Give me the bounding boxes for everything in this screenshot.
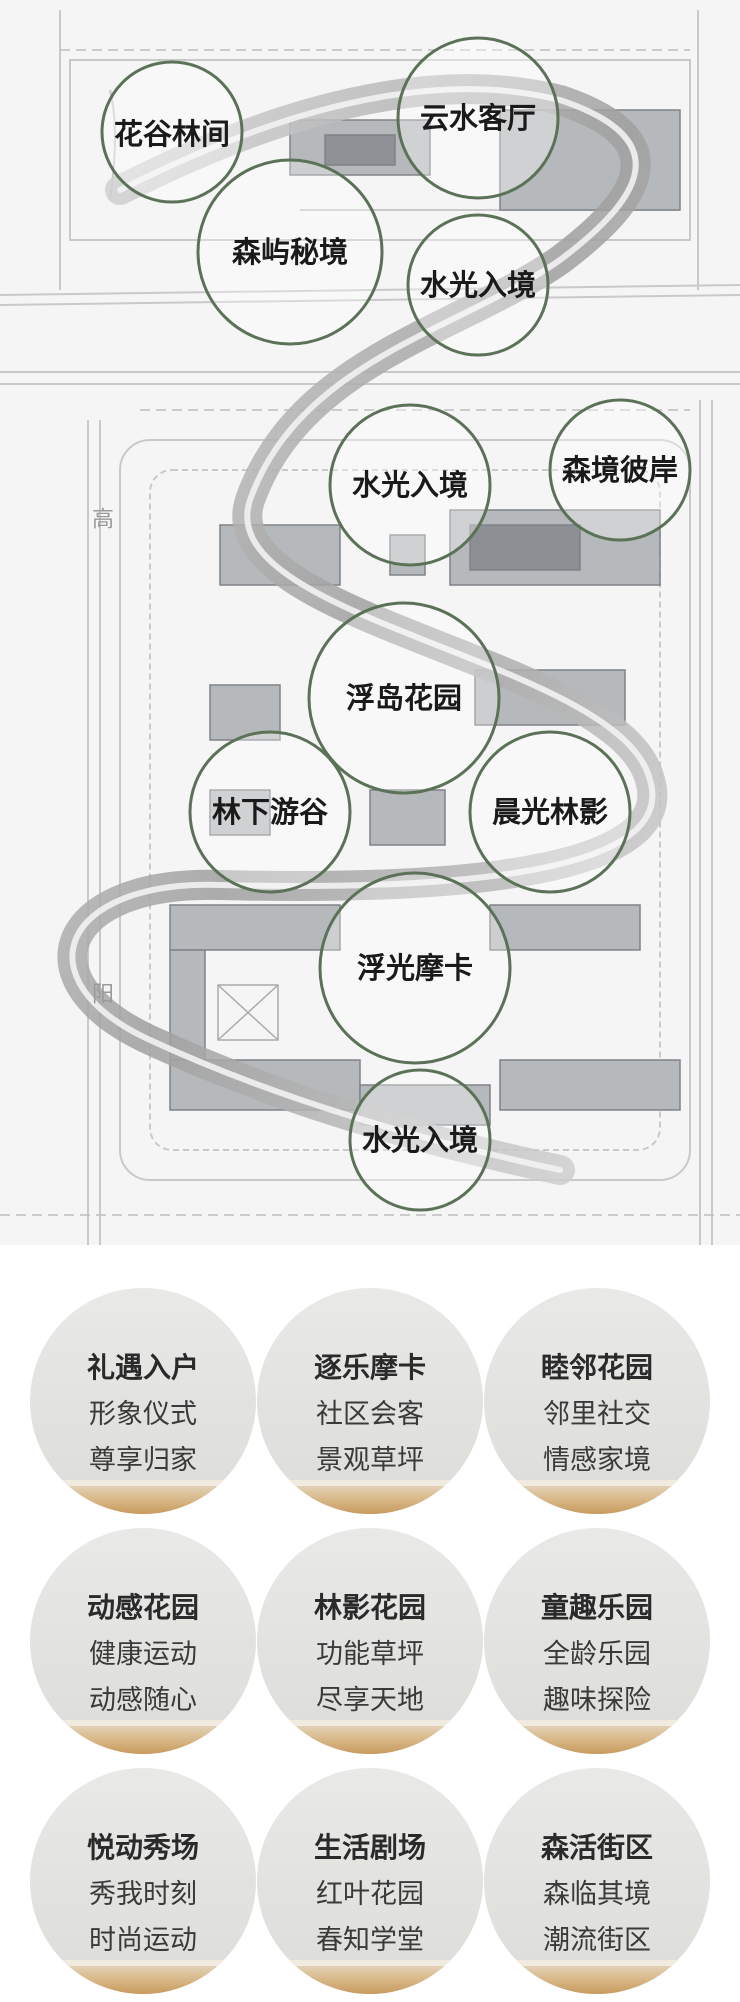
card-line1: 形象仪式 [89,1399,197,1430]
spot-chenguang[interactable]: 晨光林影 [468,730,632,894]
card-line2: 景观草坪 [316,1445,424,1476]
feature-card-tongqu[interactable]: 童趣乐园 全龄乐园 趣味探险 [484,1528,710,1754]
card-title: 童趣乐园 [540,1591,653,1624]
card-line2: 春知学堂 [316,1925,424,1956]
feature-card-linying[interactable]: 林影花园 功能草坪 尽享天地 [257,1528,483,1754]
card-gold-band [257,1480,483,1514]
card-line1: 全龄乐园 [543,1639,651,1670]
card-line1: 秀我时刻 [89,1879,197,1910]
spot-label-shuiguang-2: 水光入境 [352,468,468,502]
card-gold-band [484,1720,710,1754]
card-line2: 潮流街区 [543,1925,651,1956]
feature-card-shenghuo[interactable]: 生活剧场 红叶花园 春知学堂 [257,1768,483,1994]
spot-label-chenguang: 晨光林影 [492,795,608,829]
card-title: 礼遇入户 [86,1351,199,1384]
card-gold-band [30,1720,256,1754]
card-gold-band [30,1480,256,1514]
card-line2: 动感随心 [89,1685,197,1716]
card-line1: 社区会客 [316,1399,424,1430]
spot-label-shuiguang-3: 水光入境 [362,1123,478,1157]
spot-linxia[interactable]: 林下游谷 [188,730,352,894]
card-gold-band [257,1720,483,1754]
card-title: 逐乐摩卡 [313,1351,426,1384]
road-label-gao: 高 [92,508,114,533]
card-gold-band [484,1480,710,1514]
card-title: 悦动秀场 [86,1831,199,1864]
feature-card-mulin[interactable]: 睦邻花园 邻里社交 情感家境 [484,1288,710,1514]
site-plan-map: 高 阳 花谷林间 云水客厅 森屿秘境 水光入境 水光入境 森境彼岸 浮岛花园 林… [0,10,740,1245]
card-title: 睦邻花园 [540,1351,653,1384]
spot-label-senjing: 森境彼岸 [562,453,678,487]
road-label-yang: 阳 [92,983,114,1008]
card-line1: 健康运动 [89,1639,197,1670]
spot-shuiguang-1[interactable]: 水光入境 [406,213,550,357]
spot-shuiguang-3[interactable]: 水光入境 [348,1068,492,1212]
card-line2: 尊享归家 [89,1445,197,1476]
card-gold-band [484,1960,710,1994]
card-gold-band [30,1960,256,1994]
spot-label-senyu: 森屿秘境 [232,235,348,269]
spot-label-fudao: 浮岛花园 [346,681,462,715]
spot-huagu[interactable]: 花谷林间 [100,60,244,204]
spot-fudao[interactable]: 浮岛花园 [307,601,501,795]
card-line2: 尽享天地 [316,1685,424,1716]
card-title: 生活剧场 [313,1831,426,1864]
card-title: 林影花园 [313,1591,426,1624]
card-line1: 邻里社交 [543,1399,651,1430]
spot-label-fuguang: 浮光摩卡 [357,951,473,985]
spot-yunshui[interactable]: 云水客厅 [396,36,560,200]
feature-card-senhuo[interactable]: 森活街区 森临其境 潮流街区 [484,1768,710,1994]
lot-dashes [0,49,740,1216]
spot-senjing[interactable]: 森境彼岸 [548,398,692,542]
card-line1: 功能草坪 [316,1639,424,1670]
card-title: 动感花园 [86,1591,199,1624]
card-line1: 森临其境 [543,1879,651,1910]
card-line2: 时尚运动 [89,1925,197,1956]
spot-senyu[interactable]: 森屿秘境 [196,158,384,346]
feature-card-yuedong[interactable]: 悦动秀场 秀我时刻 时尚运动 [30,1768,256,1994]
spot-label-shuiguang-1: 水光入境 [420,268,536,302]
feature-cards-grid: 礼遇入户 形象仪式 尊享归家 逐乐摩卡 社区会客 景观草坪 睦邻花园 邻里社交 … [0,1245,740,2002]
spot-shuiguang-2[interactable]: 水光入境 [328,403,492,567]
card-line2: 趣味探险 [543,1685,651,1716]
spot-label-linxia: 林下游谷 [212,795,329,829]
site-plan-svg: 高 阳 花谷林间 云水客厅 森屿秘境 水光入境 水光入境 森境彼岸 浮岛花园 林… [0,10,740,1245]
card-gold-band [257,1960,483,1994]
card-line1: 红叶花园 [316,1879,424,1910]
feature-card-liyu[interactable]: 礼遇入户 形象仪式 尊享归家 [30,1288,256,1514]
spot-label-huagu: 花谷林间 [114,117,230,151]
ribbon-path [57,74,668,1185]
feature-card-zhule[interactable]: 逐乐摩卡 社区会客 景观草坪 [257,1288,483,1514]
card-title: 森活街区 [540,1831,653,1864]
spot-fuguang[interactable]: 浮光摩卡 [318,871,512,1065]
spot-label-yunshui: 云水客厅 [420,101,536,135]
card-line2: 情感家境 [543,1445,651,1476]
feature-card-donggan[interactable]: 动感花园 健康运动 动感随心 [30,1528,256,1754]
